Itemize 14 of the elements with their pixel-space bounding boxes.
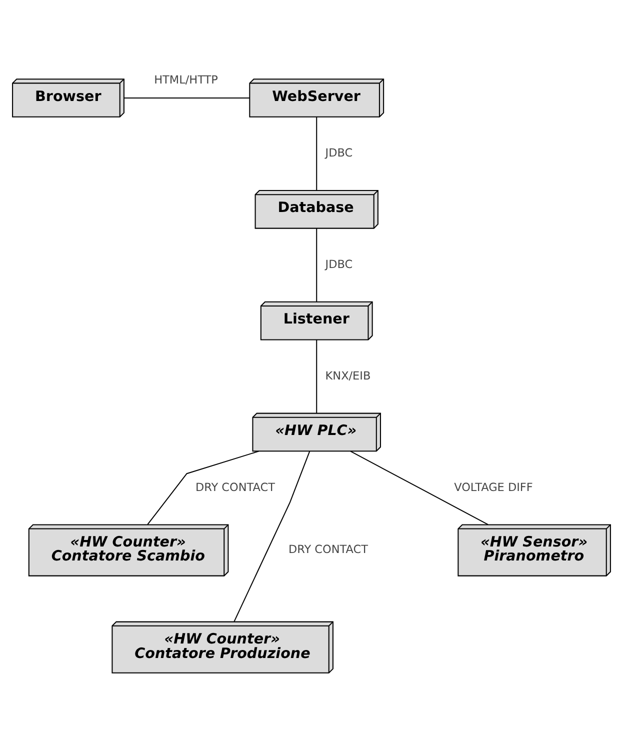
- edge-label: HTML/HTTP: [154, 72, 218, 86]
- connector: [350, 450, 488, 525]
- edge-label: DRY CONTACT: [195, 480, 275, 494]
- connector: [316, 116, 318, 190]
- edge-label: KNX/EIB: [325, 368, 371, 382]
- connector: [316, 228, 318, 302]
- edge-label: JDBC: [325, 146, 353, 160]
- edge-label: JDBC: [325, 257, 353, 270]
- connector: [316, 339, 318, 413]
- connector: [234, 450, 310, 622]
- connector: [147, 450, 260, 524]
- edge-label: VOLTAGE DIFF: [454, 480, 533, 494]
- connector: [124, 96, 250, 98]
- edge-label: DRY CONTACT: [288, 542, 368, 556]
